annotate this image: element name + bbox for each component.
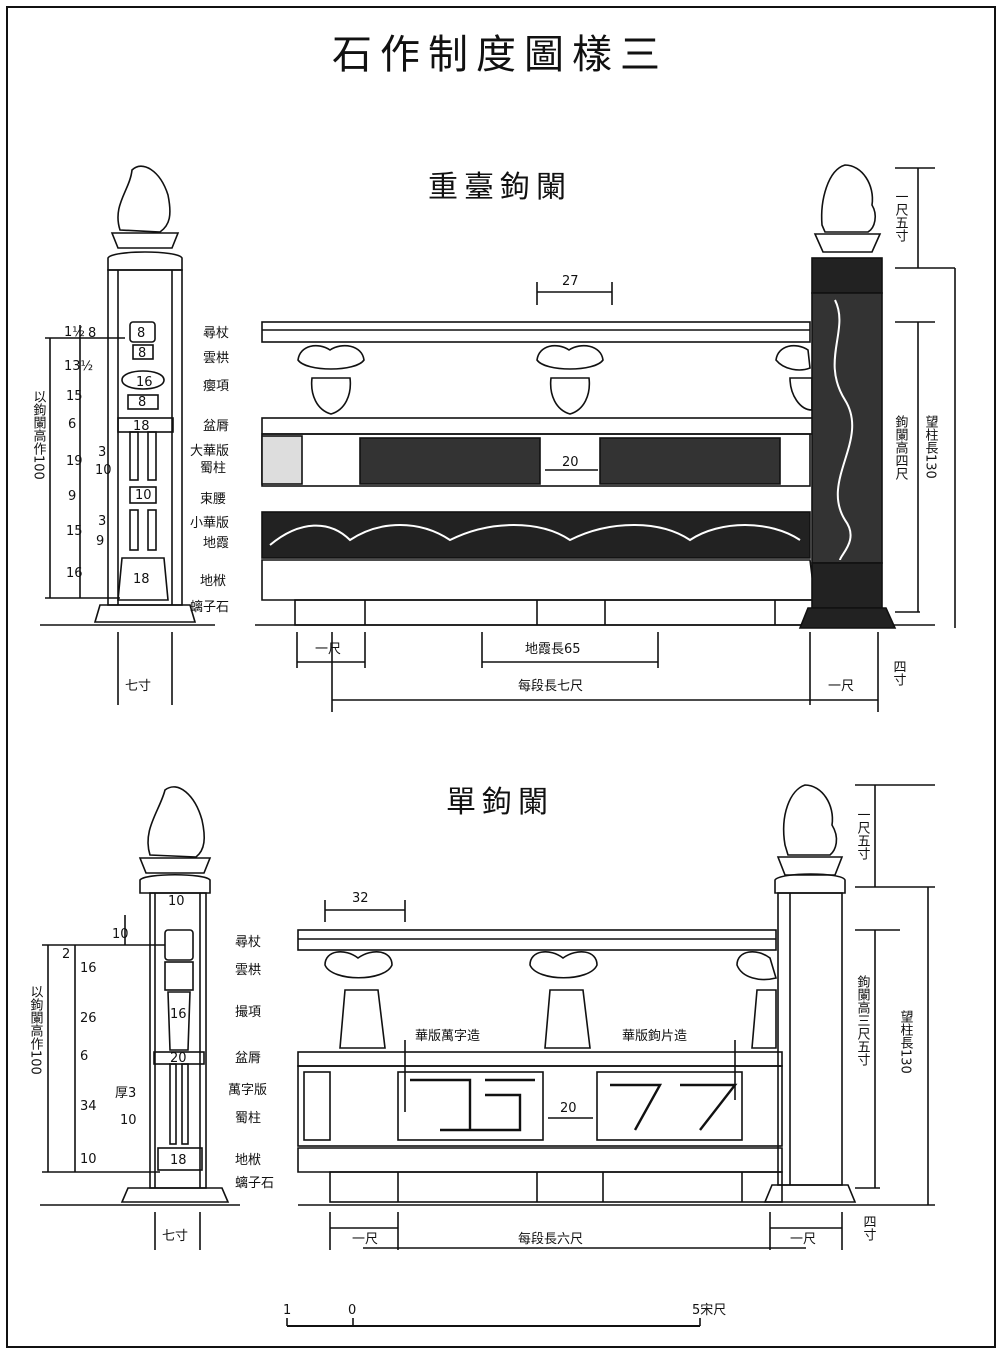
mark-penchun: 18 bbox=[133, 419, 150, 434]
panel-label-left: 華版萬字造 bbox=[415, 1029, 480, 1044]
post-top-1: 一尺五寸 bbox=[893, 190, 909, 242]
cloud-bracket bbox=[775, 344, 813, 411]
mark-shuyao: 10 bbox=[135, 488, 152, 503]
label2-difu: 地栿 bbox=[235, 1153, 261, 1168]
label-yingxiang: 癭項 bbox=[203, 378, 229, 394]
cloud-bracket bbox=[324, 951, 393, 1049]
one-chi-right-2: 一尺 bbox=[790, 1232, 816, 1247]
dim-1-0: 8 bbox=[88, 326, 96, 341]
cloud-bracket bbox=[536, 344, 604, 415]
mark2-1: 16 bbox=[170, 1007, 187, 1022]
dim-1-12: 16 bbox=[66, 566, 83, 581]
dim2-0: 2 bbox=[62, 947, 70, 962]
dim-1-9: 15 bbox=[66, 524, 83, 539]
section1-height-label: 以鉤闌高作100 bbox=[31, 390, 47, 480]
section1-railing-elevation bbox=[255, 321, 935, 626]
dim-1-7: 10 bbox=[95, 463, 112, 478]
section-title-double-railing: 重臺鉤闌 bbox=[428, 170, 572, 205]
one-chi-right-1: 一尺 bbox=[828, 679, 854, 694]
dim-32: 32 bbox=[352, 891, 369, 906]
thick-label: 厚3 bbox=[115, 1086, 136, 1101]
scale-label-5: 5宋尺 bbox=[692, 1303, 726, 1318]
label2-shuzhu: 蜀柱 bbox=[235, 1111, 261, 1126]
railing-height-2: 鉤闌高三尺五寸 bbox=[855, 975, 871, 1066]
one-chi-left-1: 一尺 bbox=[315, 642, 341, 657]
dim-1-8: 9 bbox=[68, 489, 76, 504]
label2-wanziban: 萬字版 bbox=[228, 1083, 267, 1098]
post-length-2: 望柱長130 bbox=[898, 1009, 914, 1073]
label-dahuaban: 大華版 bbox=[190, 444, 229, 459]
scale-label-0: 0 bbox=[348, 1303, 356, 1318]
bay-length-2: 每段長六尺 bbox=[518, 1231, 583, 1247]
dim2-top: 10 bbox=[112, 927, 129, 942]
label-dixia: 地霞 bbox=[203, 536, 229, 551]
label-xiaohuaban: 小華版 bbox=[190, 516, 229, 531]
dim2-20: 20 bbox=[560, 1101, 577, 1116]
dim2-1: 16 bbox=[80, 961, 97, 976]
label2-xunzhang: 尋杖 bbox=[235, 935, 261, 950]
label2-yungong: 雲栱 bbox=[235, 963, 261, 978]
section2-height-label: 以鉤闌高作100 bbox=[28, 985, 44, 1075]
section-title-single-railing: 單鉤闌 bbox=[446, 785, 554, 820]
mark-yingxiang: 16 bbox=[136, 375, 153, 390]
dim-1-4: 6 bbox=[68, 417, 76, 432]
dim-1-1: 1½ bbox=[64, 325, 85, 340]
four-cun-1: 四寸 bbox=[891, 660, 907, 686]
mark-upper: 8 bbox=[138, 395, 146, 410]
label-xunzhang: 尋杖 bbox=[203, 326, 229, 341]
dim-1-11: 9 bbox=[96, 534, 104, 549]
bay-length-1: 每段長七尺 bbox=[518, 678, 583, 694]
cloud-bracket bbox=[736, 951, 778, 1049]
mark-difu: 18 bbox=[133, 572, 150, 587]
mark-yungong: 8 bbox=[138, 346, 146, 361]
post-top-2: 一尺五寸 bbox=[855, 808, 871, 860]
panel-label-right: 華版鉤片造 bbox=[622, 1029, 687, 1044]
dim-1-3: 15 bbox=[66, 389, 83, 404]
mark2-2: 20 bbox=[170, 1051, 187, 1066]
dihsia-length: 地霞長65 bbox=[525, 642, 581, 657]
cloud-bracket bbox=[297, 344, 365, 415]
section2-railing-elevation bbox=[297, 929, 935, 1206]
label-penchun: 盆脣 bbox=[203, 419, 229, 434]
mark2-0: 10 bbox=[168, 894, 185, 909]
section1-width-label: 七寸 bbox=[125, 679, 151, 694]
label2-chizishi: 螭子石 bbox=[235, 1175, 274, 1191]
label2-cuoxiang: 撮項 bbox=[235, 1004, 261, 1020]
dim-27: 27 bbox=[562, 274, 579, 289]
dim2-2: 26 bbox=[80, 1011, 97, 1026]
cloud-bracket bbox=[529, 951, 598, 1049]
label-yungong: 雲栱 bbox=[203, 351, 229, 366]
scale-bar bbox=[286, 1318, 701, 1327]
section1-side-post bbox=[40, 165, 215, 626]
dim2-post: 10 bbox=[120, 1113, 137, 1128]
railing-height-1: 鉤闌高四尺 bbox=[893, 415, 909, 480]
post-length-1: 望柱長130 bbox=[923, 414, 939, 478]
section2-side-post bbox=[120, 786, 230, 1203]
section1-lion-post bbox=[798, 164, 897, 629]
dim-1-6: 19 bbox=[66, 454, 83, 469]
dim-20: 20 bbox=[562, 455, 579, 470]
dim-1-2: 13½ bbox=[64, 359, 93, 374]
dim2-4: 34 bbox=[80, 1099, 97, 1114]
label-shuzhu: 蜀柱 bbox=[200, 461, 226, 476]
dim2-3: 6 bbox=[80, 1049, 88, 1064]
mark2-3: 18 bbox=[170, 1153, 187, 1168]
dim-1-5: 3 bbox=[98, 445, 106, 460]
section2-lion-post bbox=[763, 784, 857, 1203]
dim-1-10: 3 bbox=[98, 514, 106, 529]
four-cun-2: 四寸 bbox=[861, 1215, 877, 1241]
label2-penchun: 盆脣 bbox=[235, 1051, 261, 1066]
dim2-5: 10 bbox=[80, 1152, 97, 1167]
label-shuyao: 束腰 bbox=[200, 492, 226, 507]
label-chizishi: 螭子石 bbox=[190, 599, 229, 615]
mark-xunzhang: 8 bbox=[137, 326, 145, 341]
drawing-frame bbox=[6, 6, 996, 1348]
one-chi-left-2: 一尺 bbox=[352, 1232, 378, 1247]
main-title: 石作制度圖樣三 bbox=[332, 32, 668, 78]
scale-label-1: 1 bbox=[283, 1303, 291, 1318]
section2-width-label: 七寸 bbox=[162, 1229, 188, 1244]
label-difu: 地栿 bbox=[200, 574, 226, 589]
